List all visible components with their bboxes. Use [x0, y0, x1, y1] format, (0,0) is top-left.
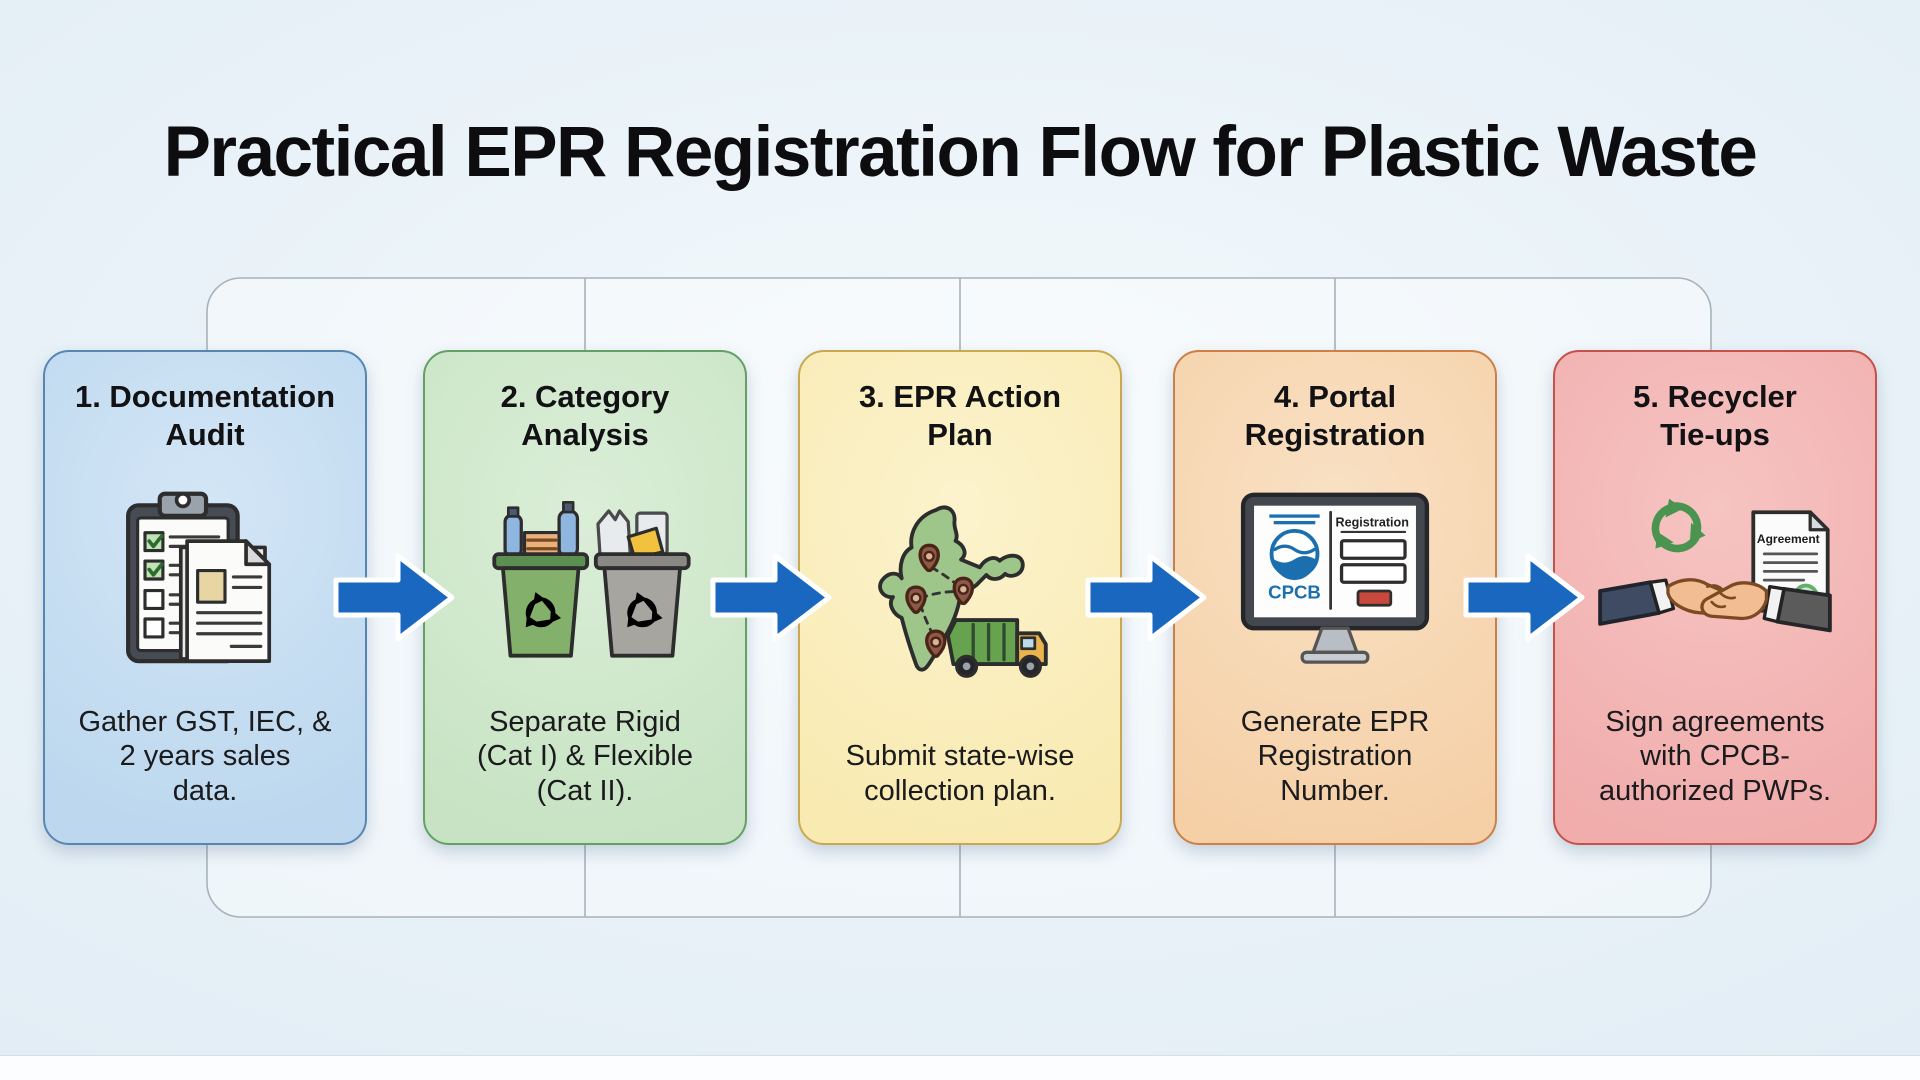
step-description-line: Submit state-wise	[845, 740, 1075, 773]
step-card-documentation-audit: 1. Documentation Audit	[43, 350, 367, 845]
india-map-truck-icon	[808, 454, 1112, 740]
step-description-line: with CPCB-	[1640, 740, 1790, 773]
step-title-line: Audit	[165, 416, 245, 452]
step-title-line: 1. Documentation	[74, 379, 336, 414]
cpcb-portal-monitor-icon: CPCB Registration	[1183, 454, 1487, 705]
step-description-line: authorized PWPs.	[1598, 775, 1832, 808]
step-title: 4. Portal Registration	[1245, 378, 1426, 454]
step-card-recycler-tieups: 5. Recycler Tie-ups Agreement	[1553, 350, 1877, 845]
step-description: Generate EPR Registration Number.	[1241, 705, 1430, 809]
step-title-line: 4. Portal	[1273, 379, 1397, 414]
step-description-line: 2 years sales	[119, 740, 291, 773]
step-description-line: Separate Rigid	[489, 705, 681, 738]
step-description-line: collection plan.	[864, 775, 1056, 808]
form-submit-button	[1356, 589, 1393, 607]
step-card-epr-action-plan: 3. EPR Action Plan	[798, 350, 1122, 845]
step-title-line: 5. Recycler	[1633, 379, 1797, 414]
step-title: 1. Documentation Audit	[75, 378, 335, 454]
step-description: Sign agreements with CPCB- authorized PW…	[1599, 705, 1831, 809]
clipboard-checklist-icon	[53, 454, 357, 705]
flow-arrow-icon	[1463, 553, 1585, 642]
step-description: Separate Rigid (Cat I) & Flexible (Cat I…	[477, 705, 693, 809]
step-description-line: Generate EPR	[1240, 705, 1430, 738]
step-description: Submit state-wise collection plan.	[846, 739, 1075, 809]
page-title: Practical EPR Registration Flow for Plas…	[163, 113, 1758, 192]
recycling-bins-icon	[433, 454, 737, 705]
registration-form-title: Registration	[1336, 516, 1409, 530]
step-title-line: Registration	[1244, 416, 1426, 452]
step-card-category-analysis: 2. Category Analysis	[423, 350, 747, 845]
step-title-line: Plan	[927, 416, 993, 452]
step-title: 2. Category Analysis	[501, 378, 670, 454]
step-title-line: 2. Category	[500, 379, 670, 414]
flow-arrow-icon	[333, 553, 455, 642]
step-title-line: Tie-ups	[1660, 416, 1770, 452]
cpcb-logo-text: CPCB	[1268, 582, 1321, 603]
form-input-field	[1339, 563, 1407, 585]
bottom-strip	[0, 1055, 1920, 1080]
step-description-line: (Cat II).	[536, 775, 634, 808]
step-description: Gather GST, IEC, & 2 years sales data.	[78, 705, 331, 809]
step-description-line: Gather GST, IEC, &	[78, 705, 332, 738]
flow-arrow-icon	[1085, 553, 1207, 642]
step-card-portal-registration: 4. Portal Registration CPCB	[1173, 350, 1497, 845]
step-description-line: data.	[172, 775, 238, 808]
step-title-line: 3. EPR Action	[858, 379, 1062, 414]
handshake-agreement-icon: Agreement	[1563, 454, 1867, 705]
step-description-line: Registration	[1257, 740, 1413, 773]
step-description-line: Sign agreements	[1605, 705, 1825, 738]
agreement-doc-title: Agreement	[1757, 532, 1820, 546]
form-input-field	[1339, 539, 1407, 560]
step-title: 5. Recycler Tie-ups	[1633, 378, 1797, 454]
step-description-line: Number.	[1280, 775, 1390, 808]
step-description-line: (Cat I) & Flexible	[477, 740, 693, 773]
flow-arrow-icon	[710, 553, 832, 642]
step-title: 3. EPR Action Plan	[859, 378, 1061, 454]
step-title-line: Analysis	[521, 416, 649, 452]
